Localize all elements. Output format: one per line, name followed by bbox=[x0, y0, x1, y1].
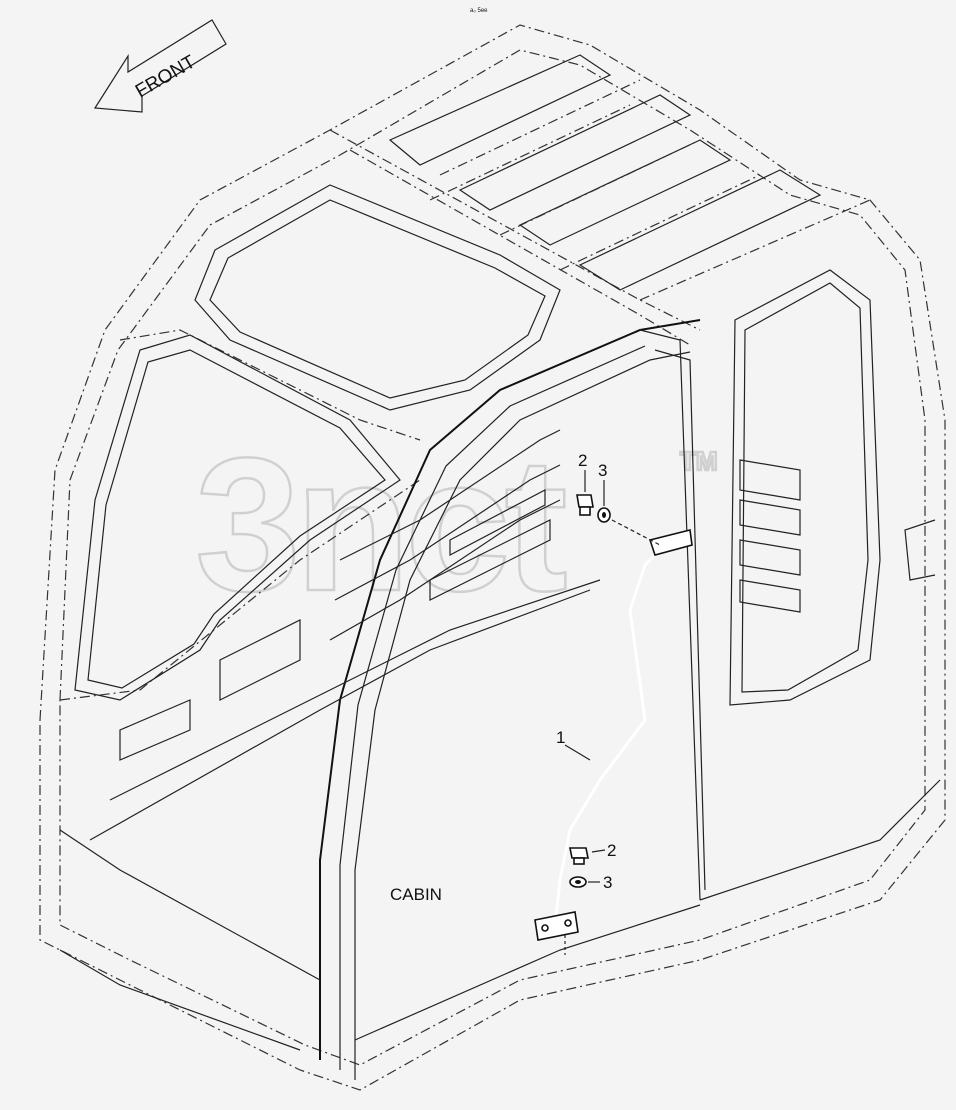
front-window bbox=[74, 334, 401, 701]
leader-lines bbox=[564, 470, 606, 883]
front-arrow-label: FRONT bbox=[132, 51, 200, 102]
floor-frame bbox=[59, 579, 701, 1051]
front-arrow: FRONT bbox=[93, 19, 227, 113]
watermark-text: 3nct bbox=[195, 419, 565, 631]
rear-wall bbox=[119, 429, 561, 761]
roof-panels bbox=[388, 54, 822, 291]
pipe-part bbox=[534, 529, 693, 955]
callout-washer-upper: 3 bbox=[598, 461, 607, 480]
fasteners bbox=[569, 494, 661, 888]
bolt-upper bbox=[576, 494, 594, 516]
mount-hole bbox=[564, 919, 572, 927]
callout-pipe: 1 bbox=[556, 728, 565, 747]
mount-hole bbox=[541, 924, 549, 932]
door-pillar bbox=[319, 319, 701, 1080]
callout-bolt-lower: 2 bbox=[607, 841, 616, 860]
assembly-label: CABIN bbox=[390, 885, 442, 904]
header-mark: a₀ 5ee bbox=[470, 8, 488, 14]
watermark-trademark: TM bbox=[680, 446, 718, 476]
roof-window bbox=[194, 184, 561, 411]
callout-washer-lower: 3 bbox=[603, 873, 612, 892]
watermark: 3nct TM bbox=[194, 418, 719, 633]
bolt-lower bbox=[569, 847, 589, 865]
callout-bolt-upper: 2 bbox=[578, 451, 587, 470]
side-window bbox=[729, 269, 881, 706]
rear-pillar bbox=[639, 329, 941, 901]
